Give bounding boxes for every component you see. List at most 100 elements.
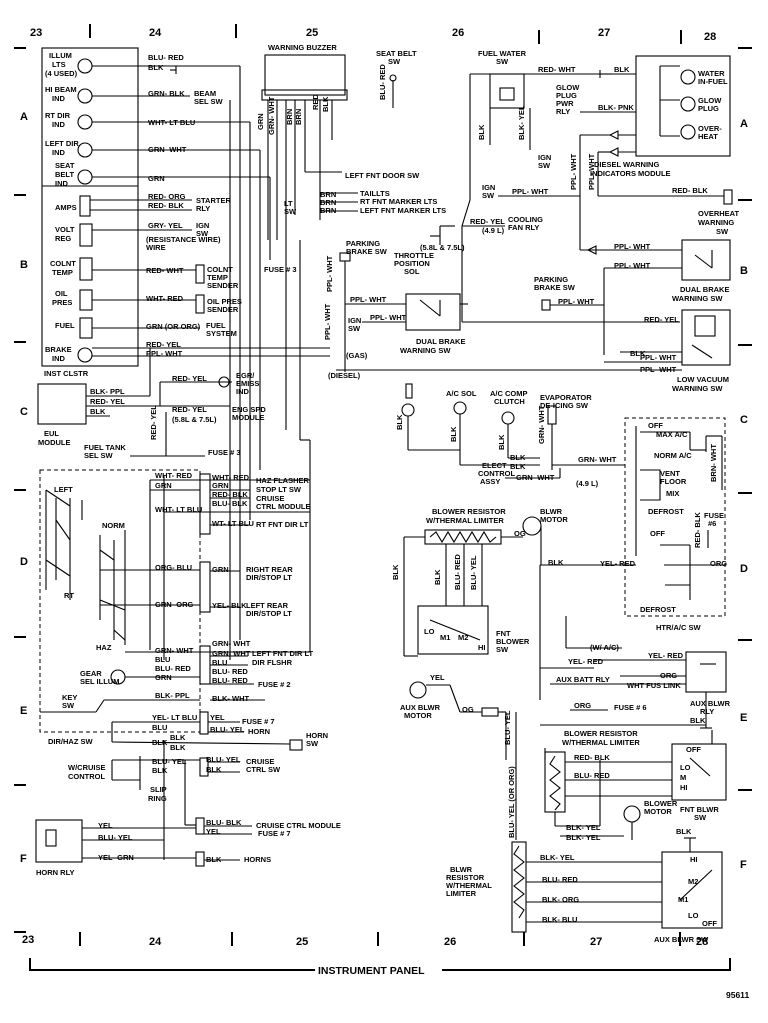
wire-label: GRY- YEL	[148, 221, 183, 230]
rt-label: RT	[64, 591, 74, 600]
wire-label: BLU- YEL	[98, 833, 133, 842]
wire-label: WHT- LT BLU	[155, 505, 202, 514]
diesel-label: (DIESEL)	[328, 371, 361, 380]
wire-label: BLK	[90, 407, 106, 416]
wire-label: BLU	[212, 658, 227, 667]
wire-label: GRN- BLK	[148, 89, 185, 98]
motor-icon	[623, 805, 641, 823]
door-sw-label: LEFT FNT DOOR SW	[345, 171, 420, 180]
liter-label: (4.9 L)	[576, 479, 599, 488]
low-vacuum: RED- YEL BLK PPL- WHT PPL- WHT LOW VACUU…	[336, 309, 731, 393]
wire-label: BLK	[676, 827, 692, 836]
bulb-icon	[218, 376, 230, 388]
htr-ac-label: HTR/A/C SW	[656, 623, 702, 632]
column-label: 25	[306, 27, 318, 39]
taillts-label: TAILLTS	[360, 189, 390, 198]
instrument-panel-title: INSTRUMENT PANEL	[318, 965, 425, 977]
dir-flshr-label: DIR FLSHR	[252, 658, 293, 667]
left-label: LEFT	[54, 485, 73, 494]
wire-label: OG	[462, 705, 474, 714]
haz-label: HAZ	[96, 643, 112, 652]
wire-label: YEL- RED	[600, 559, 636, 568]
column-label: 26	[452, 27, 464, 39]
motor-icon	[409, 681, 427, 699]
warning-buzzer-label: WARNING BUZZER	[268, 43, 337, 52]
wire-label: RED- BLK	[693, 512, 702, 548]
amps-label: AMPS	[55, 203, 77, 212]
wire-label: BLU- YEL	[210, 725, 245, 734]
wire-label: BLU- RED	[212, 667, 248, 676]
wire-label: WT- LT BLU	[212, 519, 254, 528]
wire-label: BLK- YEL	[517, 105, 526, 140]
grid-header: 23 24 25 26 27 28	[30, 24, 716, 44]
wire-label: PPL- WHT	[587, 153, 596, 190]
row-label: E	[20, 705, 27, 717]
m2-label: M2	[688, 877, 698, 886]
wire-label: BLK	[630, 349, 646, 358]
fuse-label: FUSE # 3	[264, 265, 297, 274]
gauge	[79, 289, 93, 311]
column-label: 28	[696, 936, 708, 948]
speed-label: M1	[440, 633, 450, 642]
htr-position: FLOOR	[660, 477, 687, 486]
off-label: OFF	[686, 745, 701, 754]
wire-label: PPL- WHT	[325, 255, 334, 292]
wire-label: RED- YEL	[470, 217, 505, 226]
wire-label: ORG- BLU	[155, 563, 192, 572]
wire-label: BLU- BLK	[206, 818, 242, 827]
inst-cluster-label: INST CLSTR	[44, 369, 89, 378]
hi-label: HI	[690, 855, 698, 864]
wire-label: RED- BLK	[148, 201, 184, 210]
wire-label: RED- YEL	[644, 315, 679, 324]
bulb-icon	[77, 142, 93, 158]
gauge	[79, 317, 93, 339]
row-label: D	[740, 563, 748, 575]
horn-label: HORN	[248, 727, 270, 736]
wire-label: ORG	[574, 701, 591, 710]
wire-label: RED- ORG	[148, 192, 186, 201]
wire-label: RED- YEL	[172, 374, 207, 383]
dir-haz-outputs: WHT- RED HAZ FLASHER GRN RED- BLK STOP L…	[210, 66, 314, 703]
wire-label: ORG	[710, 559, 727, 568]
wire-label: BLK	[321, 96, 330, 112]
wire-label: RED- YEL	[146, 340, 181, 349]
wire-label: RED- YEL	[149, 405, 158, 440]
wire-label: YEL	[210, 713, 225, 722]
grid-footer: 23 24 25 26 27 28	[22, 932, 708, 948]
row-label: B	[740, 265, 748, 277]
bulb-icon	[77, 169, 93, 185]
wire-label: RED- YEL	[172, 405, 207, 414]
fus-link-label: WHT FUS LINK	[627, 681, 681, 690]
htr-position: MAX A/C	[656, 430, 688, 439]
warning-buzzer: WARNING BUZZER GRN GRN- WHT BRN BRN RED …	[256, 43, 446, 274]
wire-label: YEL	[206, 827, 221, 836]
row-label: A	[20, 111, 28, 123]
gas-label: (GAS)	[346, 351, 368, 360]
wire-label: BLK- WHT	[212, 694, 249, 703]
m1-label: M1	[678, 895, 688, 904]
